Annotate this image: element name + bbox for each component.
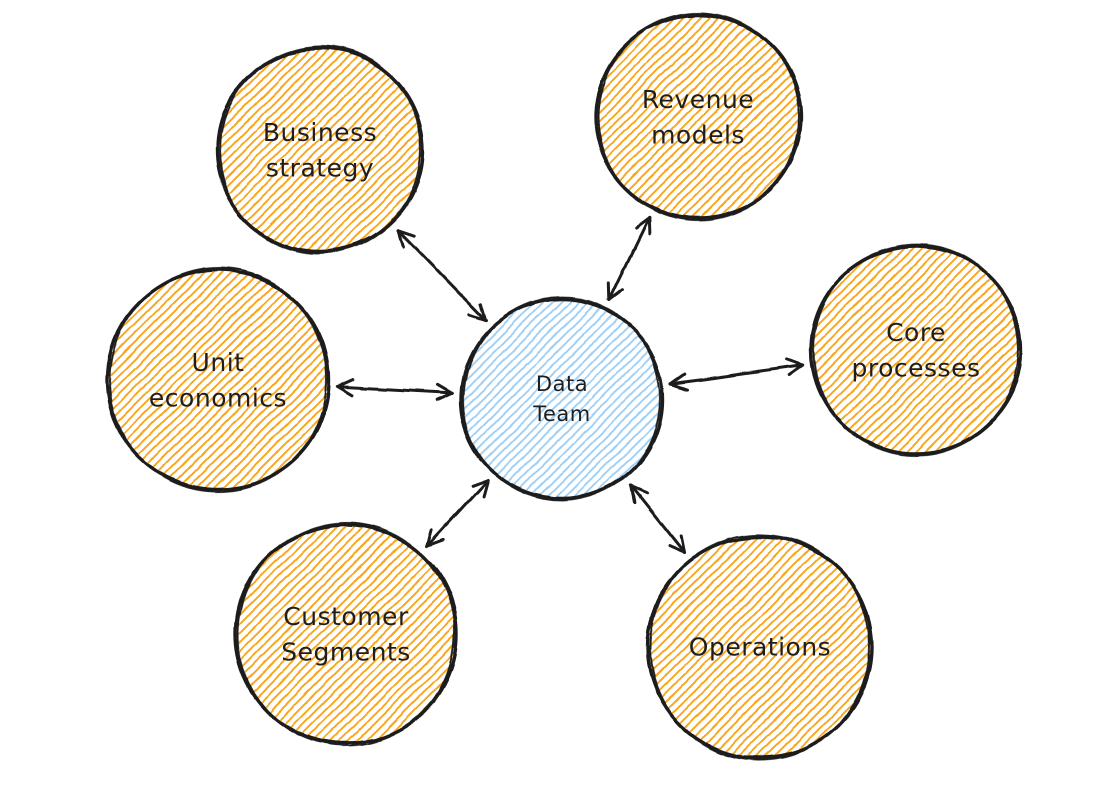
edge-data-team-operations[interactable] (629, 483, 686, 554)
node-circle-sketch-overlay (236, 521, 456, 747)
node-operations[interactable]: Operations (641, 525, 879, 768)
node-circle-sketch-overlay (812, 243, 1020, 457)
node-circle (459, 297, 665, 501)
arrow-shaft (425, 478, 490, 548)
arrow-shaft (336, 385, 454, 395)
node-label: Operations (689, 633, 831, 662)
arrow-shaft (608, 216, 651, 302)
node-circle (593, 13, 803, 221)
arrow-shaft (629, 483, 686, 554)
arrow-shaft (396, 228, 487, 322)
node-circle (646, 534, 874, 760)
edge-data-team-business-strategy[interactable] (396, 228, 487, 322)
node-circle (809, 244, 1023, 456)
node-circle-sketch-overlay (218, 45, 422, 255)
node-circle (215, 46, 425, 254)
node-circle (233, 522, 459, 746)
node-circle-sketch-overlay (108, 267, 328, 493)
edge-data-team-customer-segments[interactable] (425, 478, 490, 548)
edge-data-team-unit-economics[interactable] (336, 378, 454, 402)
edge-data-team-core-processes[interactable] (669, 358, 805, 392)
arrow-shaft (669, 364, 805, 386)
node-circle-sketch-overlay (596, 12, 800, 222)
edge-data-team-revenue-models[interactable] (607, 216, 652, 302)
node-circle-sketch-overlay (649, 533, 871, 761)
node-circle (105, 268, 331, 492)
node-circle-sketch-overlay (462, 296, 662, 502)
